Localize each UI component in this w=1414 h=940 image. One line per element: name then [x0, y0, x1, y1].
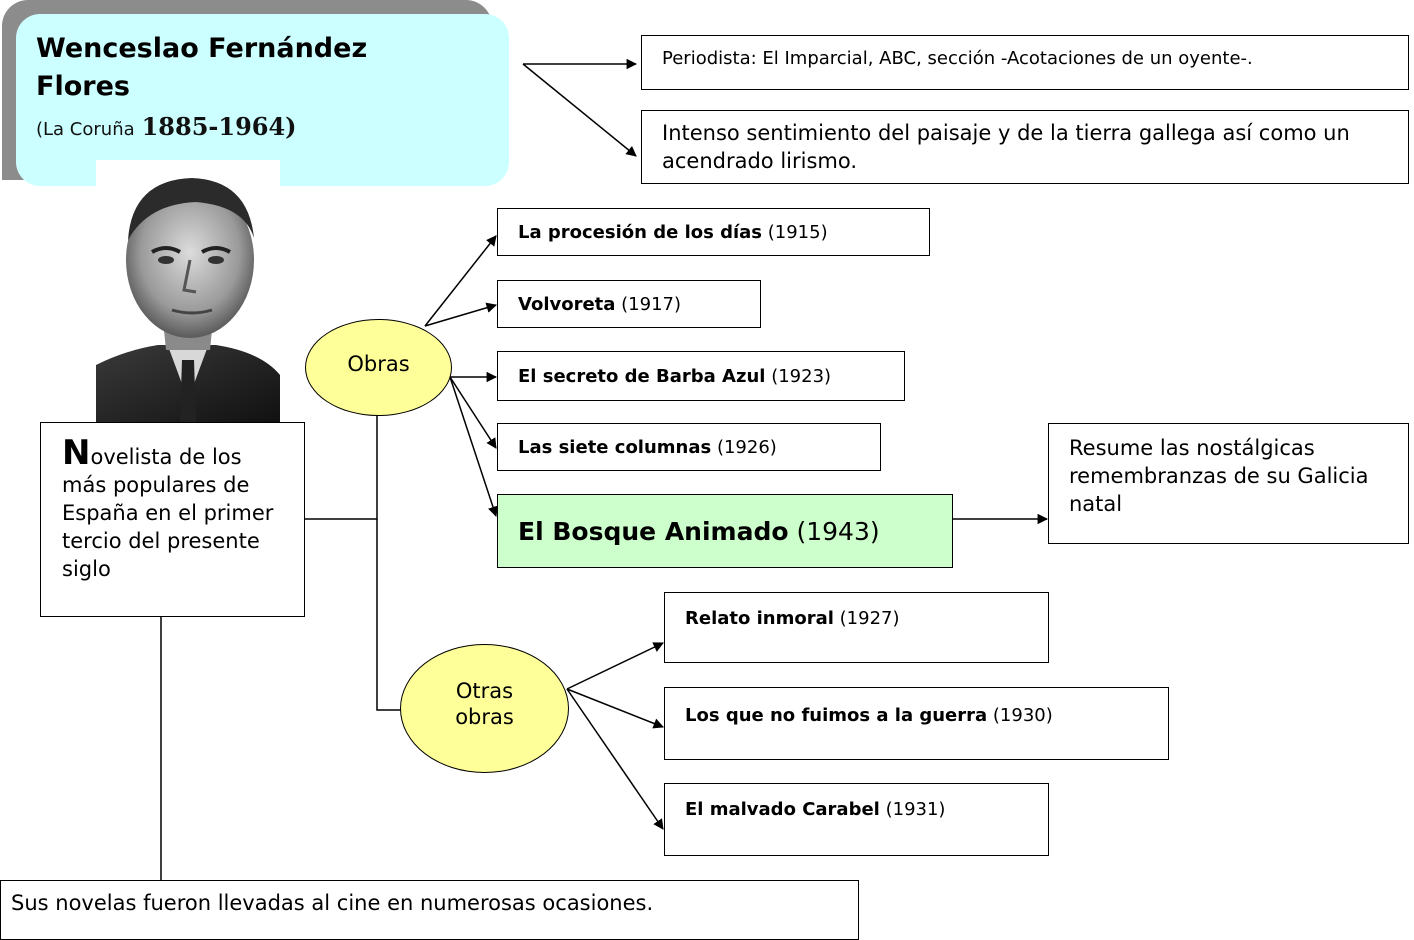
portrait-drawing	[96, 178, 280, 422]
otras-obras-hub: Otras obras	[400, 644, 569, 773]
work-procesion: La procesión de los días (1915)	[497, 208, 930, 256]
work-relato-inmoral: Relato inmoral (1927)	[664, 592, 1049, 663]
work-title: El malvado Carabel	[685, 799, 880, 820]
work-barba-azul: El secreto de Barba Azul (1923)	[497, 351, 905, 401]
work-year: (1917)	[621, 293, 682, 315]
work-year: (1930)	[992, 705, 1053, 726]
work-title: El Bosque Animado	[518, 516, 789, 546]
link-novelist-otras	[376, 519, 401, 711]
work-title: Volvoreta	[518, 293, 616, 315]
arrow-to-siete-columnas	[449, 376, 497, 449]
otras-obras-label-1: Otras	[455, 678, 514, 703]
novelist-initial: N	[62, 433, 91, 473]
work-year: (1923)	[771, 365, 832, 387]
work-title: La procesión de los días	[518, 221, 763, 243]
author-birthplace: (La Coruña	[36, 119, 135, 140]
novelist-note: Novelista de los más populares de España…	[40, 422, 305, 617]
arrow-to-procesion	[424, 235, 497, 327]
work-bosque-animado: El Bosque Animado (1943)	[497, 494, 953, 568]
author-years: 1885-1964)	[141, 112, 297, 141]
work-year: (1915)	[767, 221, 828, 243]
work-year: (1931)	[885, 799, 946, 820]
bosque-note: Resume las nostálgicas remembranzas de s…	[1048, 423, 1409, 544]
link-novelist-obras	[305, 415, 378, 520]
author-portrait	[96, 160, 280, 422]
work-volvoreta: Volvoreta (1917)	[497, 280, 761, 328]
arrow-to-relato	[566, 642, 664, 690]
work-title: El secreto de Barba Azul	[518, 365, 766, 387]
arrow-to-style	[522, 63, 637, 157]
work-title: Los que no fuimos a la guerra	[685, 705, 988, 726]
arrow-to-volvoreta	[424, 302, 498, 327]
arrow-to-bosque	[449, 376, 499, 517]
work-malvado-carabel: El malvado Carabel (1931)	[664, 783, 1049, 856]
work-year: (1926)	[716, 436, 777, 458]
title-card	[16, 14, 509, 186]
work-title: Las siete columnas	[518, 436, 712, 458]
work-year: (1943)	[796, 516, 880, 546]
work-siete-columnas: Las siete columnas (1926)	[497, 423, 881, 471]
author-dates: (La Coruña 1885-1964)	[36, 112, 297, 141]
work-los-que-no-fuimos: Los que no fuimos a la guerra (1930)	[664, 687, 1169, 760]
author-name: Wenceslao Fernández Flores	[36, 33, 368, 102]
arrow-to-guerra	[566, 688, 664, 729]
obras-hub: Obras	[305, 319, 452, 416]
work-title: Relato inmoral	[685, 608, 834, 629]
work-year: (1927)	[839, 608, 900, 629]
novelist-text: ovelista de los más populares de España …	[62, 445, 274, 581]
arrow-to-carabel	[566, 688, 664, 830]
journalist-note: Periodista: El Imparcial, ABC, sección -…	[641, 35, 1409, 90]
cinema-note: Sus novelas fueron llevadas al cine en n…	[0, 880, 859, 940]
otras-obras-label-2: obras	[455, 704, 514, 729]
style-note: Intenso sentimiento del paisaje y de la …	[641, 110, 1409, 184]
